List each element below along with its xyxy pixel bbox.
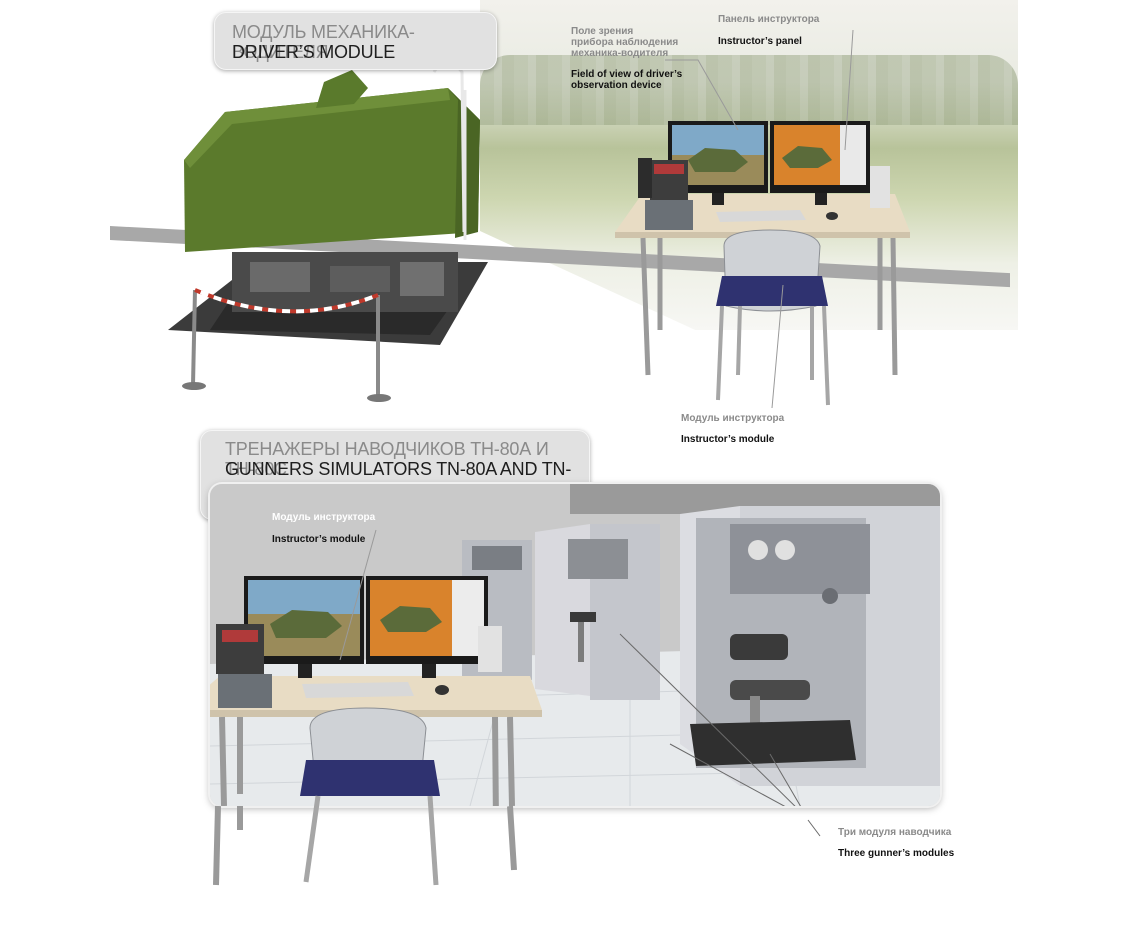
gunners-scene-illustration [210, 484, 940, 806]
instructor-panel-label-en: Instructor’s panel [718, 36, 802, 47]
instructor-module-label-ru-bottom: Модуль инструктора [272, 512, 376, 523]
three-gunners-label-ru: Три модуля наводчика [838, 827, 952, 838]
driver-module-title-tab: МОДУЛЬ МЕХАНИКА-ВОДИТЕЛЯ DRIVER’S MODULE [214, 12, 497, 70]
field-of-view-label-en-2: observation device [571, 80, 662, 91]
field-of-view-label-en-1: Field of view of driver’s [571, 69, 683, 80]
driver-module-title-en: DRIVER’S MODULE [232, 42, 396, 62]
instructor-module-label-ru-top: Модуль инструктора [681, 413, 785, 424]
three-gunners-label-en: Three gunner’s modules [838, 848, 955, 859]
instructor-panel-label-ru: Панель инструктора [718, 14, 820, 25]
field-of-view-label-ru-3: механика-водителя [571, 48, 669, 59]
treeline-background [480, 55, 1018, 125]
field-of-view-label-ru-1: Поле зрения [571, 26, 634, 37]
field-of-view-label-ru-2: прибора наблюдения [571, 37, 679, 48]
gunners-title-ru: ТРЕНАЖЕРЫ НАВОДЧИКОВ ТН-80А И ТН-80С [225, 439, 549, 479]
instructor-module-label-en-top: Instructor’s module [681, 434, 775, 445]
gunners-scene-panel: Модуль инструктора Instructor’s module [210, 484, 940, 806]
instructor-module-label-en-bottom: Instructor’s module [272, 534, 366, 545]
driver-module-title-ru: МОДУЛЬ МЕХАНИКА-ВОДИТЕЛЯ [232, 22, 415, 62]
